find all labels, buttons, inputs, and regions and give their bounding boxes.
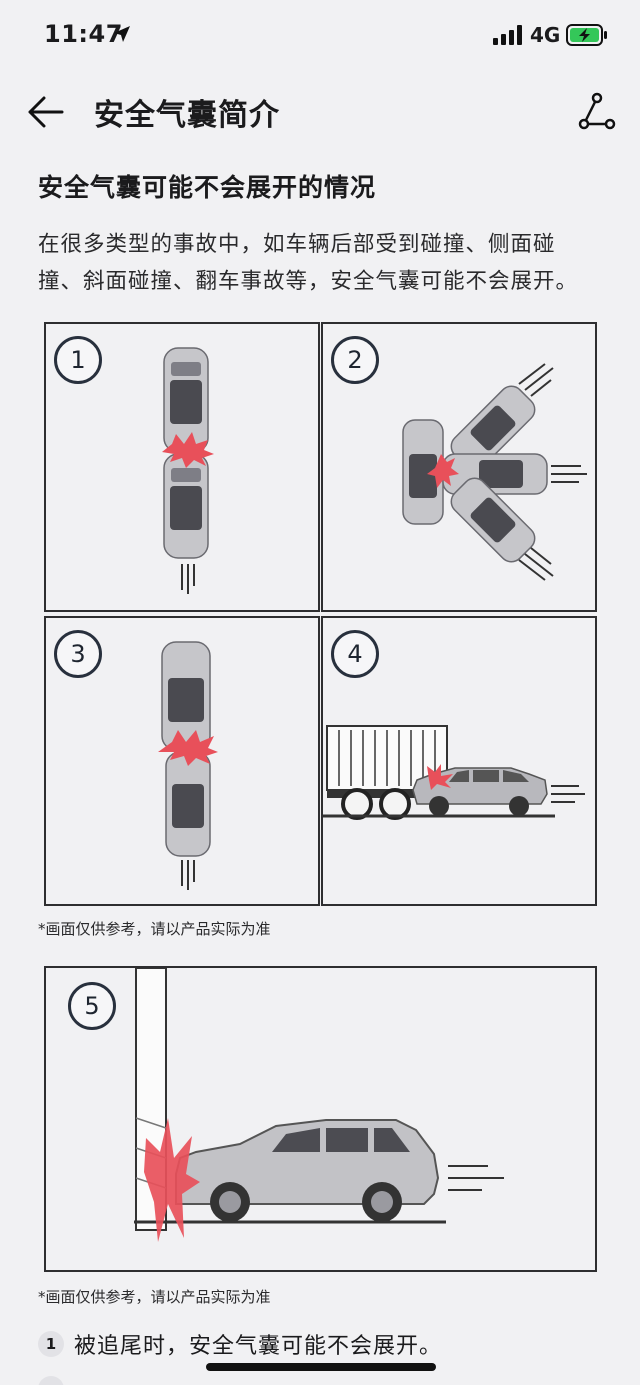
car-front-icon bbox=[163, 347, 209, 453]
back-arrow-icon bbox=[28, 96, 64, 128]
car-angle-down-icon bbox=[450, 477, 536, 563]
car-rear-icon bbox=[163, 453, 209, 559]
illustration-panel-1: 1 bbox=[44, 322, 320, 612]
panel-number-4: 4 bbox=[331, 630, 379, 678]
panel-number-5: 5 bbox=[68, 982, 116, 1030]
status-bar: 11:47 4G bbox=[0, 0, 640, 70]
impact-burst-icon bbox=[144, 1118, 200, 1242]
panel-number-1: 1 bbox=[54, 336, 102, 384]
underride-collision-illustration bbox=[323, 725, 585, 820]
share-icon bbox=[578, 92, 616, 130]
impact-burst-icon bbox=[162, 432, 214, 468]
impact-burst-icon bbox=[158, 730, 218, 766]
impact-burst-icon bbox=[427, 454, 459, 488]
illustration-panel-3: 3 bbox=[44, 616, 320, 906]
disclaimer-caption-1: *画面仅供参考，请以产品实际为准 bbox=[38, 920, 271, 938]
car-stationary-icon bbox=[402, 419, 444, 525]
side-collision-illustration bbox=[402, 363, 587, 581]
status-time: 11:47 bbox=[44, 20, 123, 48]
note-number-placeholder bbox=[38, 1376, 64, 1385]
location-arrow-icon bbox=[112, 24, 132, 48]
car-front-icon bbox=[161, 641, 211, 751]
note-item-1: 1 被追尾时，安全气囊可能不会展开。 bbox=[38, 1328, 442, 1360]
rear-collision-illustration bbox=[162, 347, 214, 594]
nav-header: 安全气囊简介 bbox=[0, 80, 640, 144]
home-indicator[interactable] bbox=[206, 1363, 436, 1371]
illustration-panel-2: 2 bbox=[321, 322, 597, 612]
signal-icon bbox=[493, 25, 523, 49]
motion-lines bbox=[181, 564, 195, 594]
network-type: 4G bbox=[530, 23, 561, 47]
note-text: 被追尾时，安全气囊可能不会展开。 bbox=[74, 1334, 443, 1359]
panel-number-3: 3 bbox=[54, 630, 102, 678]
offset-collision-illustration bbox=[158, 641, 218, 890]
note-item-2-partial bbox=[38, 1376, 598, 1385]
illustration-panel-5: 5 bbox=[44, 966, 597, 1272]
disclaimer-caption-2: *画面仅供参考，请以产品实际为准 bbox=[38, 1288, 271, 1306]
illustration-panel-4: 4 bbox=[321, 616, 597, 906]
share-button[interactable] bbox=[576, 90, 618, 132]
intro-text: 在很多类型的事故中，如车辆后部受到碰撞、侧面碰撞、斜面碰撞、翻车事故等，安全气囊… bbox=[38, 232, 579, 294]
car-rear-icon bbox=[165, 751, 211, 857]
panel-number-2: 2 bbox=[331, 336, 379, 384]
battery-icon bbox=[566, 23, 608, 51]
back-button[interactable] bbox=[26, 94, 66, 130]
impact-burst-icon bbox=[427, 764, 453, 790]
suv-side-icon bbox=[175, 1119, 440, 1222]
section-title: 安全气囊可能不会展开的情况 bbox=[38, 173, 377, 202]
note-number: 1 bbox=[38, 1331, 64, 1357]
pole-collision-illustration bbox=[134, 968, 504, 1242]
page-title: 安全气囊简介 bbox=[94, 98, 280, 133]
